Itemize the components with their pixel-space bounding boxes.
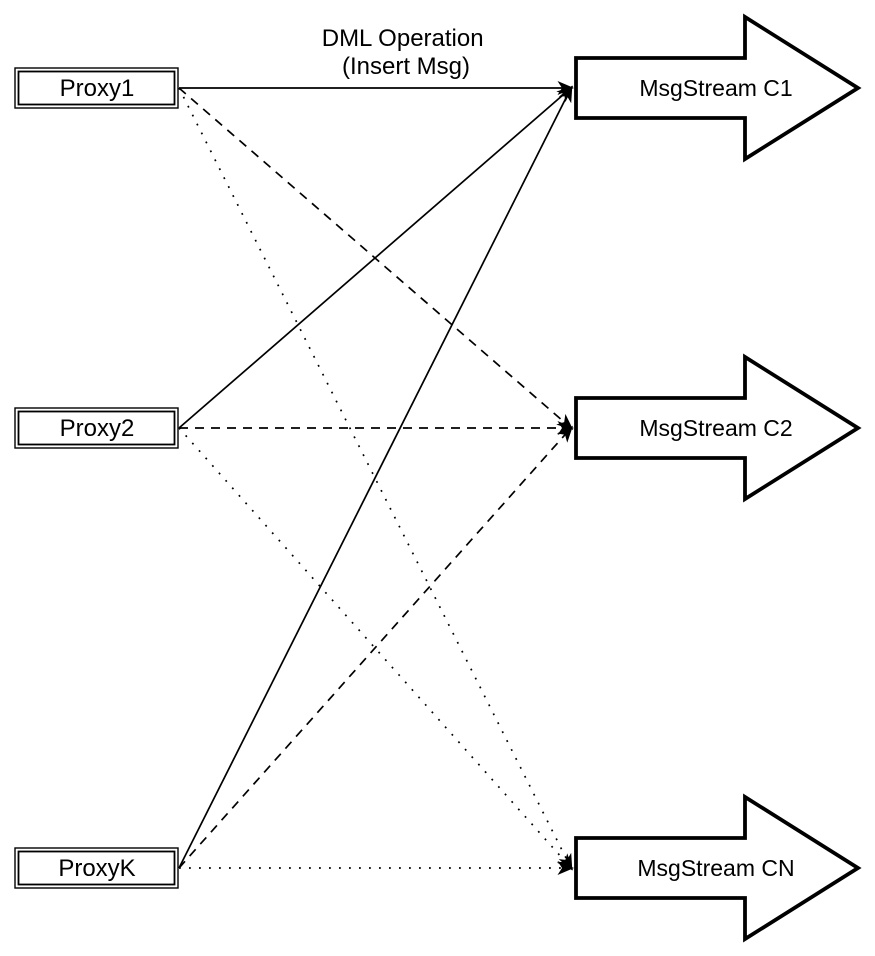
msgstream-c2-arrow-shape <box>574 353 862 503</box>
diagram-title-line2: (Insert Msg) <box>342 53 470 80</box>
proxy1-node: Proxy1 <box>14 67 179 109</box>
proxy2-box-outer <box>14 407 179 449</box>
connection-proxy2-cn <box>178 427 573 871</box>
msgstream-c1-arrow-shape <box>574 13 862 163</box>
msgstream-cn-label: MsgStream CN <box>637 855 794 881</box>
diagram-title-line1: DML Operation <box>322 25 484 52</box>
msgstream-cn-node: MsgStream CN <box>574 793 862 943</box>
proxyk-node: ProxyK <box>14 847 179 889</box>
connection-proxyk-c1 <box>178 85 573 869</box>
connections-layer <box>178 81 574 875</box>
proxyk-box-outer <box>14 847 179 889</box>
proxy1-box-outer <box>14 67 179 109</box>
proxyk-label: ProxyK <box>58 855 135 882</box>
msgstream-c1-node: MsgStream C1 <box>574 13 862 163</box>
msgstream-cn-arrow-shape <box>574 793 862 943</box>
connection-proxy2-c1 <box>178 86 574 429</box>
proxy1-box-inner <box>17 70 176 106</box>
connection-proxyk-c2 <box>178 425 573 869</box>
msgstream-c2-label: MsgStream C2 <box>639 415 792 441</box>
proxy2-node: Proxy2 <box>14 407 179 449</box>
proxy2-label: Proxy2 <box>60 415 135 442</box>
diagram-title: DML Operation (Insert Msg) <box>322 25 491 80</box>
msgstream-c1-label: MsgStream C1 <box>639 75 792 101</box>
msgstream-c2-node: MsgStream C2 <box>574 353 862 503</box>
proxy2-box-inner <box>17 410 176 446</box>
proxy1-label: Proxy1 <box>60 75 135 102</box>
proxyk-box-inner <box>17 850 176 886</box>
